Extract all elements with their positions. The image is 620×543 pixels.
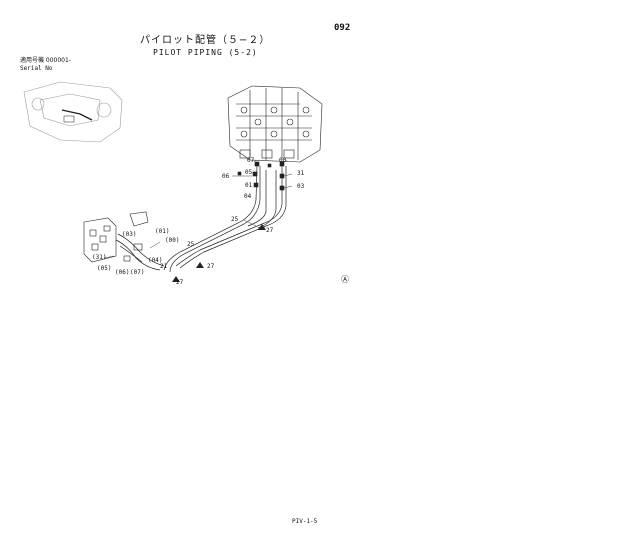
pilot-hoses — [115, 165, 287, 273]
callout-07-paren: (07) — [130, 269, 144, 276]
reference-symbol-a: Ⓐ — [341, 275, 349, 284]
callout-04: 04 — [244, 193, 252, 200]
callout-21: 21 — [160, 263, 168, 270]
callout-01-paren: (01) — [155, 228, 169, 235]
callout-27-lower: 27 — [176, 279, 184, 286]
callout-31: 31 — [297, 170, 305, 177]
leader-lines — [103, 159, 293, 259]
callout-01: 01 — [245, 182, 253, 189]
callout-07: 07 — [247, 157, 255, 164]
callout-05-paren: (05) — [97, 265, 111, 272]
title-english: PILOT PIPING (5-2) — [153, 48, 258, 57]
title-japanese: パイロット配管（５−２） — [140, 35, 271, 46]
callout-25-upper: 25 — [231, 216, 239, 223]
callout-00-paren: (00) — [165, 237, 179, 244]
page-number: 092 — [334, 23, 351, 33]
control-valve — [227, 85, 323, 163]
callout-00: 00 — [279, 157, 287, 164]
callout-25-lower: 25 — [187, 241, 195, 248]
callout-27-upper: 27 — [266, 227, 274, 234]
callout-05: 05 — [245, 169, 253, 176]
callout-06: 06 — [222, 173, 230, 180]
callout-03: 03 — [297, 183, 305, 190]
serial-label-japanese: 適用号機 000001- — [20, 57, 71, 64]
callout-27-mid: 27 — [207, 263, 215, 270]
serial-label-english: Serial No — [20, 65, 53, 72]
callout-03-paren: (03) — [122, 231, 136, 238]
bolt-markers — [172, 224, 266, 282]
callout-04-paren: (04) — [148, 257, 162, 264]
footer-code: PIV-1-5 — [292, 518, 318, 525]
callout-06-paren: (06) — [115, 269, 129, 276]
callout-31-paren: (31) — [92, 254, 106, 261]
pilot-valve-block — [83, 211, 149, 263]
key-plan-sketch — [23, 81, 123, 143]
